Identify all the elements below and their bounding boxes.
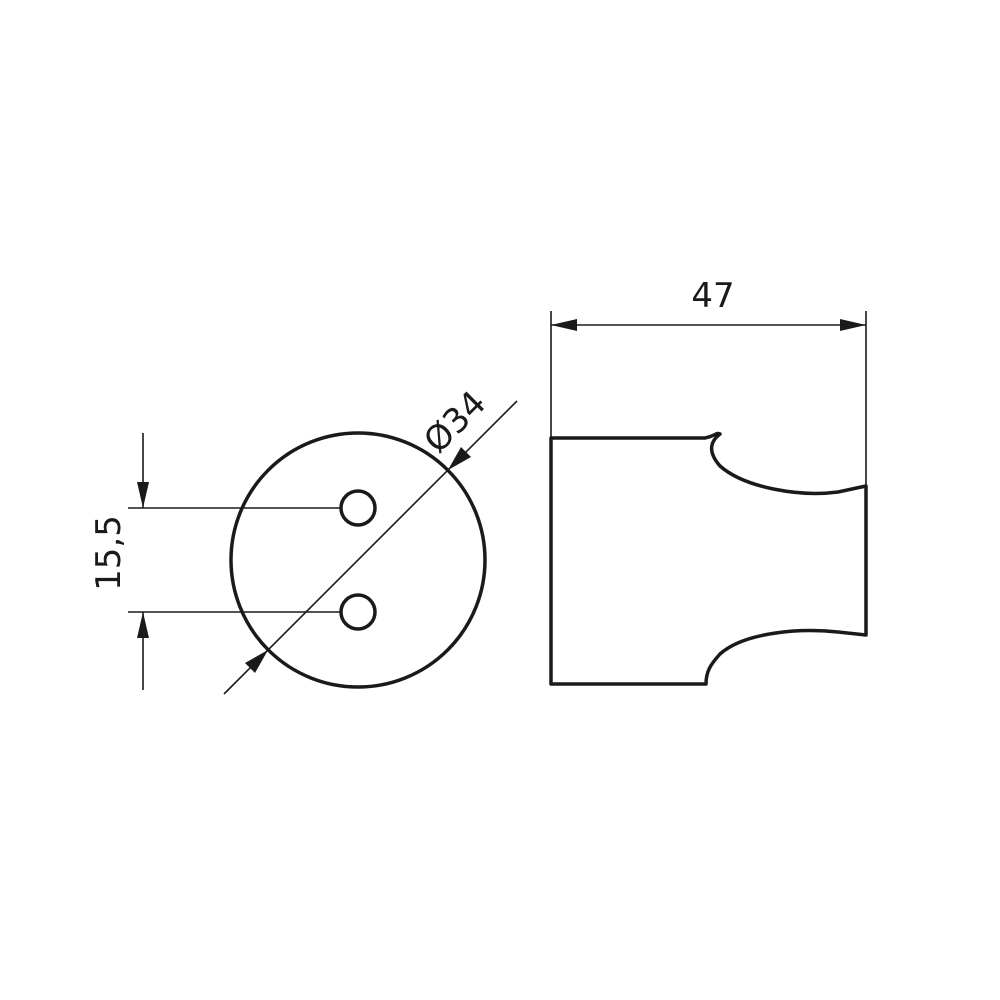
width-arrowhead-left: [551, 319, 577, 331]
front-view: [229, 431, 487, 689]
width-label: 47: [691, 276, 734, 316]
hole-spacing-label: 15,5: [89, 515, 129, 591]
hole-spacing-dimension: 15,5: [89, 433, 341, 690]
diameter-arrowhead-top: [448, 447, 471, 470]
lower-screw-hole: [339, 593, 377, 631]
width-dimension: 47: [550, 276, 867, 486]
side-view: [549, 431, 868, 686]
diameter-arrowhead-bottom: [245, 650, 268, 673]
upper-arrowhead: [137, 482, 149, 508]
upper-screw-hole: [339, 489, 377, 527]
lower-arrowhead: [137, 612, 149, 638]
holder-side-profile: [549, 431, 868, 686]
width-arrowhead-right: [840, 319, 866, 331]
base-plate-outline: [229, 431, 487, 689]
diameter-line: [223, 400, 518, 695]
diameter-label: Ø34: [416, 383, 494, 461]
